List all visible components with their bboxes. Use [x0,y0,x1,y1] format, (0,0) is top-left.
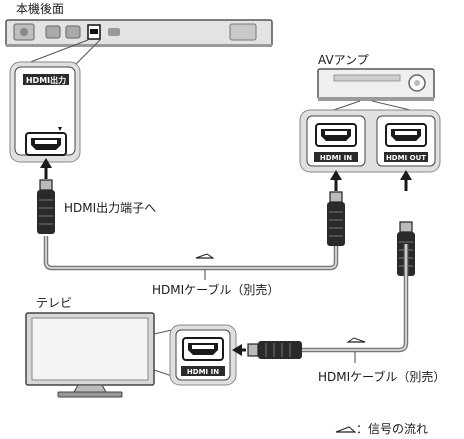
cable1-plug-amp-icon [326,191,346,247]
hdmi-cable-2 [232,170,416,359]
amp-hdmi-ports-callout: HDMI IN HDMI OUT [299,109,441,173]
legend-signal-flow-label: ：信号の流れ [356,422,428,436]
amp-hdmi-out-label: HDMI OUT [386,154,426,162]
player-device: 本機後面 [5,1,273,47]
amp-hdmi-out-port-icon [385,123,427,147]
legend: ：信号の流れ [335,422,428,436]
player-rear-label: 本機後面 [16,1,64,16]
tv-hdmi-in-port-icon [182,337,224,361]
cable-1-label: HDMIケーブル（別売） [152,282,279,297]
av-amp-label: AVアンプ [318,53,369,67]
cable2-plug-tv-icon [247,341,302,359]
player-hdmi-port-icon [25,132,67,156]
television: テレビ [25,296,155,398]
legend-arrow-icon [335,426,357,433]
cable-2-label: HDMIケーブル（別売） [318,369,445,384]
amp-hdmi-in-port-icon [315,123,357,147]
amp-hdmi-in-label: HDMI IN [320,154,352,162]
av-amplifier: AVアンプ [317,53,435,101]
player-hdmi-out-callout: HDMI出力 [9,61,81,163]
player-hdmi-output-label: HDMI出力 [26,75,66,85]
signal-flow-arrow-right-icon [195,253,215,259]
hdmi-out-terminal-label: HDMI出力端子へ [64,201,156,215]
tv-label: テレビ [36,296,72,310]
cable1-plug-player-icon [36,179,56,235]
signal-flow-arrow-left-icon [346,337,366,343]
hdmi-cable-1 [36,158,346,271]
tv-hdmi-in-callout: HDMI IN [169,324,237,386]
tv-hdmi-in-label: HDMI IN [187,368,219,376]
